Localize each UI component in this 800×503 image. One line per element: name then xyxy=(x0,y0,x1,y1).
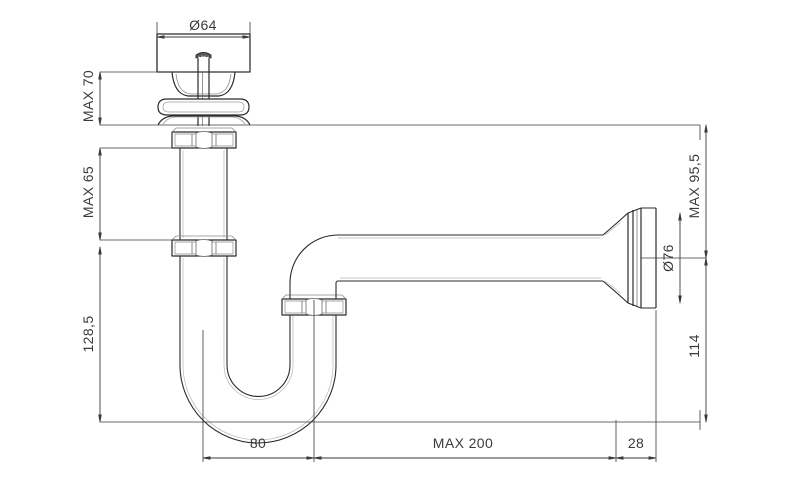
part-geometry xyxy=(156,33,657,444)
dimension-labels: Ø64 MAX 70 MAX 65 128,5 80 MAX 200 28 MA… xyxy=(80,17,702,451)
tailpiece-lower xyxy=(179,256,228,330)
dim-label-28: 28 xyxy=(628,435,644,451)
dim-label-max-95-5: MAX 95,5 xyxy=(686,154,702,219)
coupling-nut-middle xyxy=(171,235,237,257)
outlet-cone xyxy=(602,212,629,304)
outlet-elbow-and-run xyxy=(289,234,603,299)
dim-label-128-5: 128,5 xyxy=(80,315,96,352)
dim-label-max-70: MAX 70 xyxy=(80,70,96,122)
strainer-bowl xyxy=(171,71,236,97)
coupling-nut-upper xyxy=(171,127,237,149)
dim-label-114: 114 xyxy=(686,334,702,358)
extension-lines xyxy=(100,22,706,462)
dim-label-max-200: MAX 200 xyxy=(433,435,493,451)
dim-label-max-65: MAX 65 xyxy=(80,166,96,218)
tailpiece-upper xyxy=(179,148,228,240)
dim-label-dia-64: Ø64 xyxy=(189,17,217,33)
dim-label-dia-76: Ø76 xyxy=(660,244,676,272)
seal-washer xyxy=(157,98,250,116)
under-sink-gasket xyxy=(157,115,251,126)
u-bend-trap xyxy=(179,305,337,444)
dim-label-80: 80 xyxy=(250,435,266,451)
dimension-lines xyxy=(100,37,706,458)
